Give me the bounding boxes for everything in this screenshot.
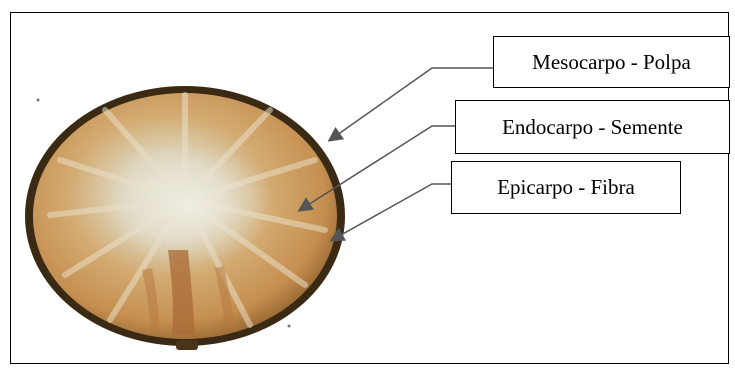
label-epicarp-text: Epicarpo - Fibra (497, 175, 635, 200)
label-endocarp: Endocarpo - Semente (455, 100, 730, 154)
label-epicarp: Epicarpo - Fibra (451, 161, 681, 214)
label-endocarp-text: Endocarpo - Semente (502, 115, 683, 140)
endocarp-core (105, 145, 275, 265)
label-mesocarp: Mesocarpo - Polpa (493, 36, 730, 88)
label-mesocarp-text: Mesocarpo - Polpa (532, 50, 691, 75)
arrow-epicarp (332, 184, 451, 240)
stem-stub (176, 340, 198, 350)
